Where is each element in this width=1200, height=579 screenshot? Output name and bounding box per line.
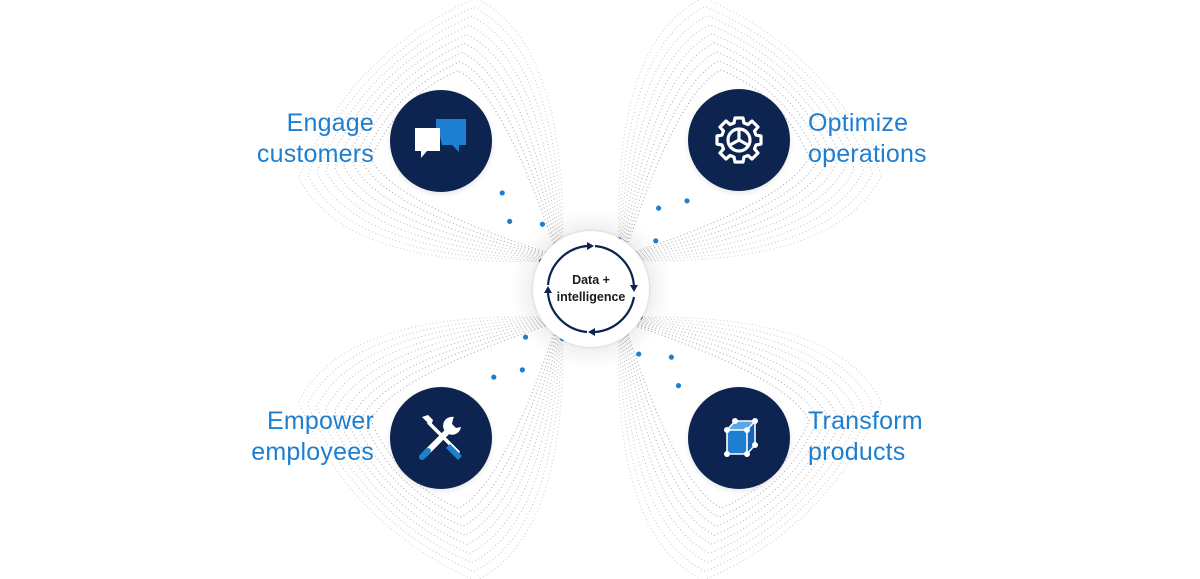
data-intelligence-hub: Data + intelligence bbox=[533, 231, 649, 347]
transform-products-label: Transform products bbox=[808, 406, 958, 468]
dotted-loop-line bbox=[626, 69, 810, 254]
dotted-loop-line bbox=[625, 323, 819, 518]
dotted-loop-line bbox=[352, 52, 558, 256]
dotted-loop-line bbox=[307, 6, 563, 261]
center-label-line2: intelligence bbox=[556, 290, 626, 304]
chat-bubbles-icon bbox=[412, 115, 470, 167]
gear-icon bbox=[713, 114, 765, 166]
dotted-loop-1 bbox=[616, 0, 883, 262]
dotted-loop-line bbox=[624, 322, 828, 527]
center-label-line1: Data + bbox=[572, 273, 610, 287]
accent-dot bbox=[684, 198, 690, 204]
dotted-loop-line bbox=[361, 323, 557, 518]
accent-dot bbox=[636, 351, 642, 357]
dotted-loop-line bbox=[622, 33, 847, 258]
accent-dot bbox=[499, 190, 505, 196]
accent-dot bbox=[668, 354, 674, 360]
wrench-screwdriver-icon bbox=[414, 411, 468, 465]
dotted-loop-line bbox=[343, 321, 559, 536]
optimize-operations-label: Optimize operations bbox=[808, 108, 968, 170]
empower-employees-line2: employees bbox=[251, 438, 374, 466]
dotted-loop-line bbox=[325, 24, 561, 259]
dotted-loop-0 bbox=[298, 0, 564, 264]
dotted-loop-line bbox=[325, 319, 561, 555]
dotted-loop-line bbox=[624, 51, 828, 256]
transform-products-line2: products bbox=[808, 438, 906, 466]
accent-dot bbox=[539, 221, 546, 227]
engage-customers-line2: customers bbox=[256, 140, 374, 168]
cube-icon bbox=[713, 412, 765, 464]
engage-customers-line1: Engage bbox=[286, 109, 374, 137]
dotted-loop-line bbox=[622, 320, 847, 545]
transform-products-line1: Transform bbox=[808, 407, 923, 435]
center-label: Data + intelligence bbox=[533, 231, 649, 347]
optimize-operations-line1: Optimize bbox=[808, 109, 909, 137]
accent-dot bbox=[656, 205, 662, 211]
accent-dot bbox=[653, 238, 659, 244]
engage-customers-node bbox=[390, 90, 492, 192]
dotted-loop-line bbox=[625, 60, 819, 255]
dotted-loop-line bbox=[316, 15, 562, 260]
dotted-loop-line bbox=[619, 317, 874, 572]
empower-employees-label: Empower employees bbox=[230, 406, 374, 468]
dotted-loop-line bbox=[619, 6, 874, 261]
optimize-operations-node bbox=[688, 89, 790, 191]
accent-dot bbox=[522, 334, 529, 340]
accent-dot bbox=[507, 218, 513, 225]
dotted-loop-line bbox=[334, 320, 560, 546]
dotted-loop-2 bbox=[297, 316, 566, 579]
accent-dot bbox=[519, 367, 525, 373]
cycle-arrows-icon bbox=[544, 242, 638, 336]
empower-employees-line1: Empower bbox=[267, 407, 374, 435]
dotted-loop-line bbox=[361, 61, 557, 255]
optimize-operations-line2: operations bbox=[808, 140, 927, 168]
dotted-loop-line bbox=[297, 316, 564, 579]
dotted-loop-line bbox=[334, 33, 560, 258]
accent-dot bbox=[675, 383, 682, 389]
accent-dot bbox=[491, 374, 497, 380]
transform-products-node bbox=[688, 387, 790, 489]
engage-customers-label: Engage customers bbox=[228, 108, 374, 170]
dotted-loop-line bbox=[307, 317, 563, 573]
dotted-loop-line bbox=[626, 324, 810, 509]
empower-employees-node bbox=[390, 387, 492, 489]
